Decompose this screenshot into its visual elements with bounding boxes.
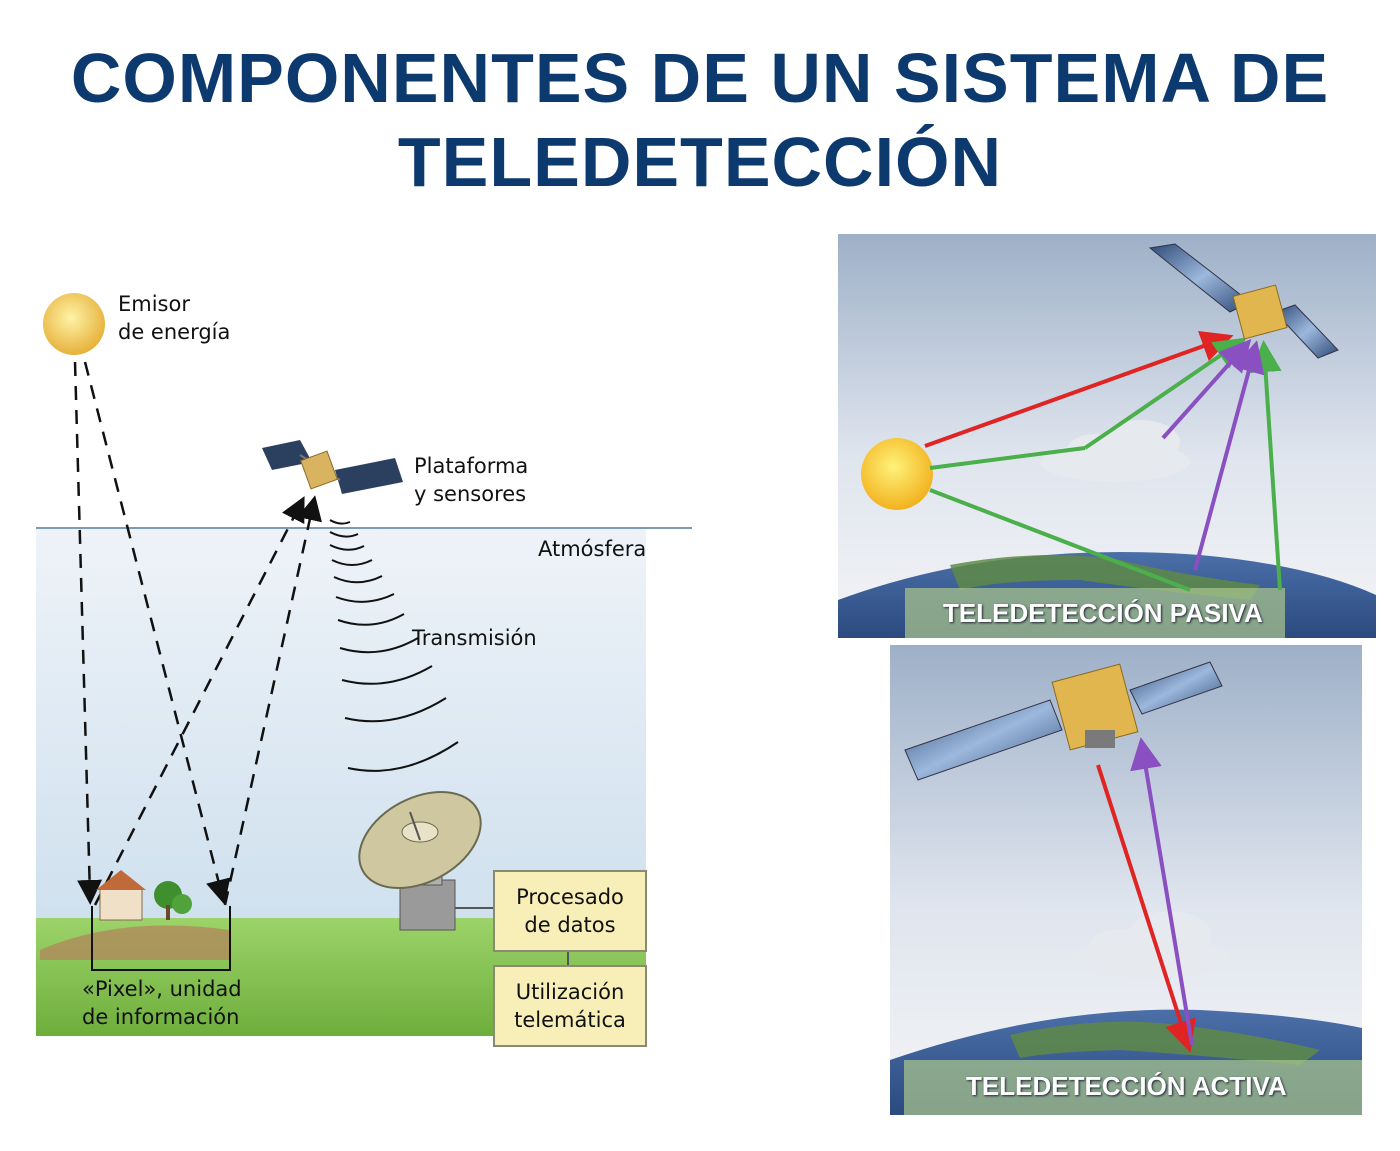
passive-green-ray-c — [929, 488, 1191, 592]
procesado-line-2: de datos — [524, 913, 616, 937]
emisor-label-line-2: de energía — [118, 320, 231, 344]
passive-green-ray-a — [929, 446, 1086, 470]
procesado-datos-box: Procesado de datos — [493, 870, 647, 952]
pixel-label-line-1: «Pixel», unidad — [82, 977, 242, 1001]
atmosphere-region — [36, 528, 646, 928]
active-purple-ray — [1130, 737, 1194, 1046]
active-red-ray — [1096, 764, 1196, 1053]
active-caption: TELEDETECCIÓN ACTIVA — [966, 1071, 1287, 1101]
incident-ray-2 — [83, 361, 231, 905]
transmision-label: Transmisión — [412, 626, 537, 650]
passive-red-ray — [924, 331, 1234, 448]
emisor-label-line-1: Emisor — [118, 292, 190, 316]
reflected-ray-1 — [93, 496, 305, 906]
pixel-label-line-2: de información — [82, 1005, 240, 1029]
energy-emitter-sun-icon — [43, 293, 105, 355]
passive-green-ray-d — [1249, 340, 1282, 591]
reflected-ray-2 — [223, 495, 322, 906]
house-roof — [96, 870, 146, 890]
utilizacion-telematica-box: Utilización telemática — [493, 965, 647, 1047]
passive-caption: TELEDETECCIÓN PASIVA — [943, 598, 1263, 628]
incident-ray-1 — [73, 361, 103, 905]
pixel-soil — [40, 925, 230, 960]
transmission-waves — [329, 519, 459, 772]
plataforma-label-line-2: y sensores — [414, 482, 527, 506]
passive-purple-ray-a — [1161, 339, 1252, 440]
passive-satellite-icon — [1148, 243, 1339, 359]
house-icon — [99, 887, 143, 921]
procesado-line-1: Procesado — [516, 885, 624, 909]
passive-purple-ray-b — [1193, 340, 1265, 571]
passive-sun-icon — [861, 438, 933, 510]
plataforma-label-line-1: Plataforma — [414, 454, 529, 478]
passive-cloud-icon — [1040, 420, 1190, 482]
page-title-line-1: COMPONENTES DE UN SISTEMA DE — [70, 39, 1330, 117]
passive-green-ray-b — [1083, 337, 1247, 450]
utilizacion-line-2: telemática — [514, 1008, 626, 1032]
ground-antenna-icon — [358, 790, 482, 931]
atmosfera-label: Atmósfera — [538, 537, 647, 561]
platform-satellite-icon — [262, 440, 403, 494]
active-satellite-icon — [904, 661, 1223, 781]
pixel-bracket — [91, 906, 231, 971]
utilizacion-line-1: Utilización — [515, 980, 625, 1004]
page-title-line-2: TELEDETECCIÓN — [397, 123, 1003, 201]
